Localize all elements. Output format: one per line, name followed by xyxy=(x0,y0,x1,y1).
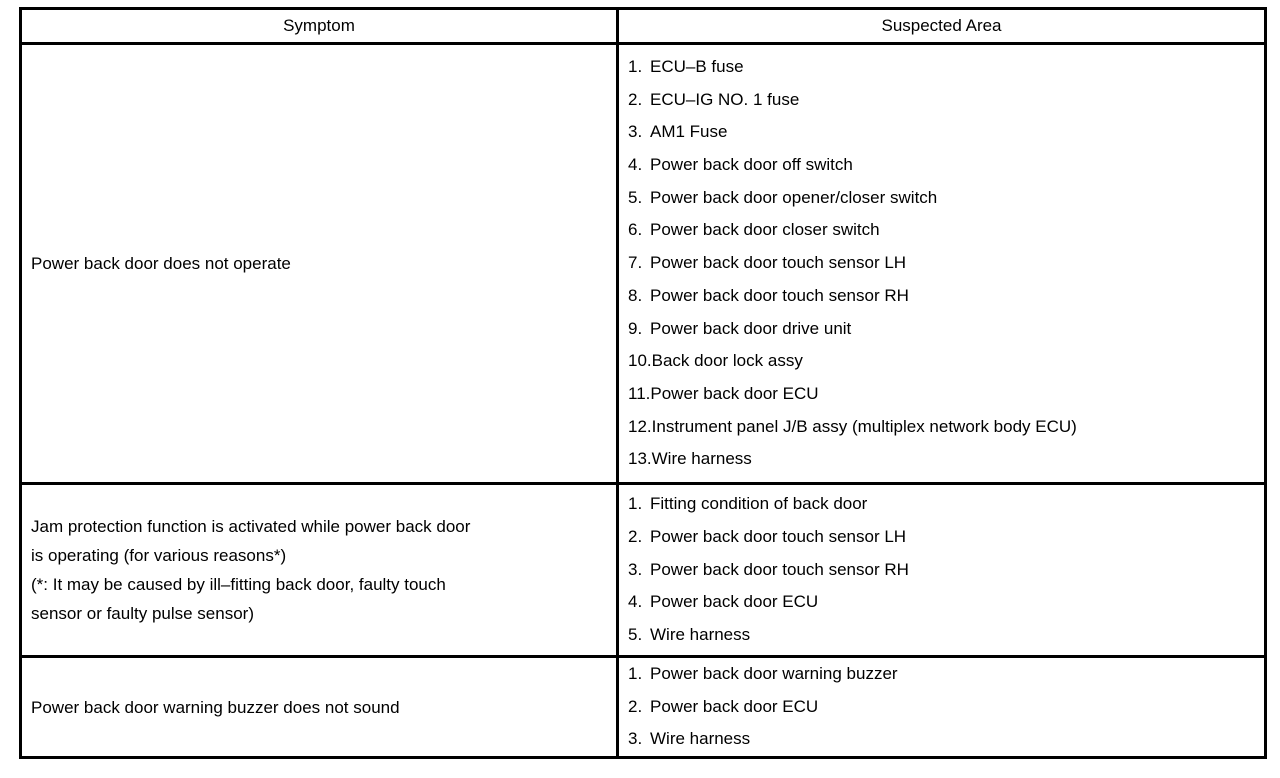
suspected-area-item: 13.Wire harness xyxy=(628,443,1258,476)
suspected-area-item: 10.Back door lock assy xyxy=(628,345,1258,378)
suspected-area-item: 7. Power back door touch sensor LH xyxy=(628,247,1258,280)
area-item-number: 13. xyxy=(628,449,652,469)
suspected-area-item: 8. Power back door touch sensor RH xyxy=(628,280,1258,313)
suspected-area-item: 1. Power back door warning buzzer xyxy=(628,658,1258,691)
suspected-area-item: 9. Power back door drive unit xyxy=(628,313,1258,346)
area-item-label: Wire harness xyxy=(650,625,751,645)
area-item-number: 3. xyxy=(628,729,643,749)
area-item-label: Power back door ECU xyxy=(650,592,819,612)
suspected-areas-list: 1. ECU–B fuse 2. ECU–IG NO. 1 fuse 3. AM1 Fus… xyxy=(619,51,1264,476)
symptom-cell: Power back door warning buzzer does not … xyxy=(19,654,619,760)
area-item-label: Wire harness xyxy=(651,449,752,469)
area-item-label: AM1 Fuse xyxy=(650,122,728,142)
table-row: Power back door warning buzzer does not … xyxy=(19,654,1267,760)
area-item-number: 2. xyxy=(628,696,643,716)
area-item-number: 1. xyxy=(628,56,643,76)
suspected-areas-list: 1. Fitting condition of back door 2. Power … xyxy=(619,488,1264,652)
area-item-label: Power back door ECU xyxy=(650,696,819,716)
suspected-area-item: 2. ECU–IG NO. 1 fuse xyxy=(628,84,1258,117)
symptom-text: Jam protection function is activated whi… xyxy=(31,517,471,623)
area-item-label: Power back door drive unit xyxy=(650,318,852,338)
area-item-label: Power back door closer switch xyxy=(650,220,880,240)
suspected-area-item: 5. Power back door opener/closer switch xyxy=(628,182,1258,215)
suspected-areas-cell: 1. Power back door warning buzzer 2. Power … xyxy=(616,654,1267,760)
suspected-area-item: 3. Power back door touch sensor RH xyxy=(628,554,1258,587)
area-item-label: ECU–IG NO. 1 fuse xyxy=(650,89,800,109)
suspected-areas-cell: 1. Fitting condition of back door 2. Power … xyxy=(616,482,1267,658)
area-item-number: 2. xyxy=(628,526,643,546)
area-item-number: 5. xyxy=(628,625,643,645)
suspected-area-item: 2. Power back door ECU xyxy=(628,691,1258,724)
area-item-label: Back door lock assy xyxy=(651,351,803,371)
area-item-number: 4. xyxy=(628,155,643,175)
area-item-label: Power back door touch sensor RH xyxy=(650,559,909,579)
suspected-area-item: 5. Wire harness xyxy=(628,619,1258,652)
suspected-area-item: 2. Power back door touch sensor LH xyxy=(628,521,1258,554)
area-item-label: Instrument panel J/B assy (multiplex net… xyxy=(651,416,1077,436)
table-row: Power back door does not operate 1. ECU–B… xyxy=(19,42,1267,485)
area-item-number: 6. xyxy=(628,220,643,240)
area-item-number: 10. xyxy=(628,351,652,371)
area-item-number: 3. xyxy=(628,559,643,579)
suspected-areas-cell: 1. ECU–B fuse 2. ECU–IG NO. 1 fuse 3. AM1 Fus… xyxy=(616,42,1267,485)
area-item-number: 8. xyxy=(628,285,643,305)
symptom-troubleshooting-table: Symptom Suspected Area Power back door d… xyxy=(19,7,1267,760)
area-item-number: 2. xyxy=(628,89,643,109)
area-item-number: 7. xyxy=(628,253,643,273)
table-row: Jam protection function is activated whi… xyxy=(19,482,1267,658)
area-item-label: Power back door warning buzzer xyxy=(650,664,898,683)
area-item-number: 9. xyxy=(628,318,643,338)
area-item-label: ECU–B fuse xyxy=(650,56,744,76)
area-item-number: 1. xyxy=(628,664,643,683)
suspected-area-item: 11.Power back door ECU xyxy=(628,378,1258,411)
symptom-text: Power back door warning buzzer does not … xyxy=(31,697,400,717)
suspected-area-item: 1. Fitting condition of back door xyxy=(628,488,1258,521)
header-row: Symptom Suspected Area xyxy=(19,7,1267,45)
area-item-label: Power back door opener/closer switch xyxy=(650,187,938,207)
area-item-number: 4. xyxy=(628,592,643,612)
area-item-number: 11. xyxy=(628,383,651,403)
area-item-number: 12. xyxy=(628,416,652,436)
suspected-area-item: 4. Power back door off switch xyxy=(628,149,1258,182)
suspected-area-item: 3. Wire harness xyxy=(628,723,1258,756)
suspected-area-item: 4. Power back door ECU xyxy=(628,586,1258,619)
area-item-number: 1. xyxy=(628,494,643,514)
area-item-label: Power back door touch sensor LH xyxy=(650,526,907,546)
symptom-cell: Jam protection function is activated whi… xyxy=(19,482,619,658)
suspected-area-item: 6. Power back door closer switch xyxy=(628,214,1258,247)
area-item-number: 3. xyxy=(628,122,643,142)
area-item-label: Power back door touch sensor RH xyxy=(650,285,909,305)
area-item-label: Fitting condition of back door xyxy=(650,494,868,514)
area-item-label: Power back door ECU xyxy=(650,383,819,403)
suspected-areas-list: 1. Power back door warning buzzer 2. Power … xyxy=(619,658,1264,756)
symptom-column-header: Symptom xyxy=(19,7,619,45)
area-item-number: 5. xyxy=(628,187,643,207)
area-item-label: Wire harness xyxy=(650,729,751,749)
suspected-area-item: 1. ECU–B fuse xyxy=(628,51,1258,84)
symptom-cell: Power back door does not operate xyxy=(19,42,619,485)
suspected-area-item: 12.Instrument panel J/B assy (multiplex … xyxy=(628,411,1258,444)
suspected-area-item: 3. AM1 Fuse xyxy=(628,116,1258,149)
symptom-text: Power back door does not operate xyxy=(31,254,291,273)
area-item-label: Power back door touch sensor LH xyxy=(650,253,907,273)
suspected-area-column-header: Suspected Area xyxy=(616,7,1267,45)
table-body: Power back door does not operate 1. ECU–B… xyxy=(19,42,1267,760)
area-item-label: Power back door off switch xyxy=(650,155,853,175)
